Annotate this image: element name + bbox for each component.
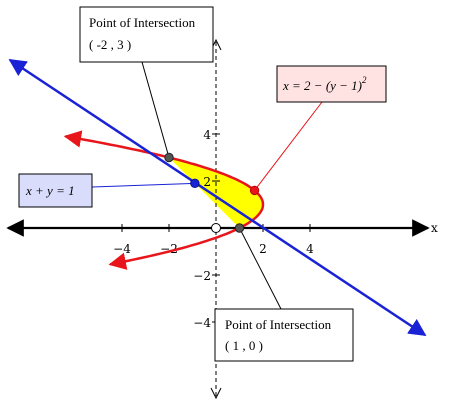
- line-equation-label: x + y = 1: [18, 173, 93, 208]
- x-tick-label: 4: [306, 242, 314, 256]
- callout-bottom-title: Point of Intersection: [225, 317, 332, 332]
- callout-top-title: Point of Intersection: [89, 15, 196, 30]
- equation-leader-line: [91, 182, 195, 188]
- x-tick-label: 2: [259, 242, 267, 256]
- callout-intersection-top: Point of Intersection ( -2 , 3 ): [79, 6, 214, 63]
- x-tick-label: −4: [113, 242, 131, 256]
- parabola-equation-text: x = 2 − (y − 1)2: [282, 75, 367, 93]
- y-tick-label: 4: [203, 128, 211, 142]
- parabola-marker-point: [249, 185, 260, 196]
- y-tick-label: −4: [193, 316, 211, 330]
- y-tick-label: 2: [203, 175, 211, 189]
- line-x-plus-y: [8, 58, 427, 337]
- callout-bottom-coords: ( 1 , 0 ): [225, 338, 263, 353]
- line-equation-text: x + y = 1: [25, 183, 75, 198]
- y-axis-bottom-arrow: [210, 387, 222, 400]
- callout-top-coords: ( -2 , 3 ): [89, 37, 131, 52]
- y-tick-label: −2: [193, 269, 211, 283]
- x-axis-label: x: [431, 221, 438, 235]
- equation-leader-parabola: [254, 101, 323, 191]
- origin-marker: [211, 223, 221, 233]
- callout-leader-bottom: [239, 227, 282, 310]
- callout-intersection-bottom: Point of Intersection ( 1 , 0 ): [214, 308, 354, 362]
- line-marker-point: [190, 178, 200, 189]
- intersection-point-b: [234, 223, 245, 233]
- callout-leader-top: [141, 61, 170, 158]
- intersection-point-a: [164, 152, 174, 163]
- parabola-equation-label: x = 2 − (y − 1)2: [276, 65, 387, 103]
